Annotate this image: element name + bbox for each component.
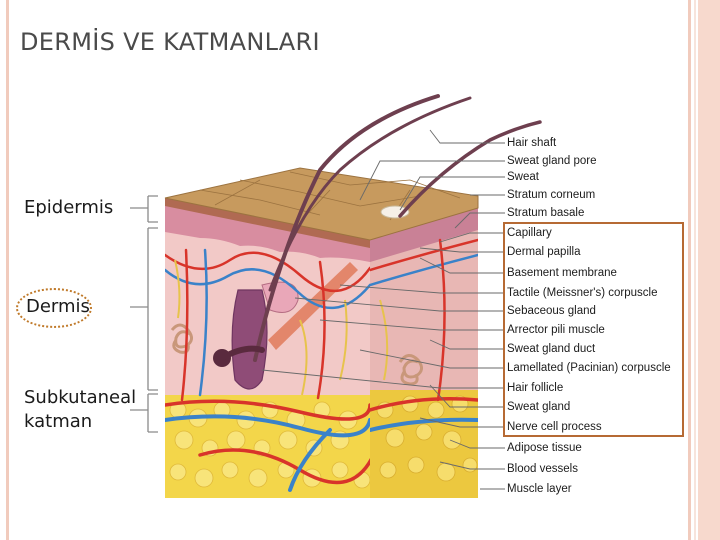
structure-label: Sweat gland pore	[507, 155, 597, 167]
structure-label: Adipose tissue	[507, 442, 582, 454]
slide-frame-right	[688, 0, 691, 540]
structure-label: Stratum basale	[507, 207, 585, 219]
structure-label: Muscle layer	[507, 483, 572, 495]
layer-label-subcutaneous-line1: Subkutaneal	[24, 387, 137, 408]
structure-label: Hair follicle	[507, 382, 564, 394]
structure-label: Dermal papilla	[507, 246, 581, 258]
structure-label: Tactile (Meissner's) corpuscle	[507, 287, 658, 299]
slide-frame-right-inner	[694, 0, 696, 540]
slide-title: DERMİS VE KATMANLARI	[20, 28, 320, 56]
layer-label-subcutaneous-line2: katman	[24, 411, 93, 432]
structure-label: Stratum corneum	[507, 189, 596, 201]
structure-label: Hair shaft	[507, 137, 557, 149]
layer-label-epidermis: Epidermis	[24, 197, 114, 218]
layer-label-dermis: Dermis	[26, 296, 90, 317]
structure-label: Basement membrane	[507, 267, 617, 279]
dermis-highlight-ring	[16, 288, 92, 328]
structure-label: Nerve cell process	[507, 421, 602, 433]
structure-label: Blood vessels	[507, 463, 578, 475]
skin-block-front	[165, 198, 370, 498]
slide-frame-right-band	[698, 0, 720, 540]
slide-frame-left	[6, 0, 9, 540]
dermis-structures-callout-box	[503, 222, 684, 437]
skin-surface-top	[164, 167, 479, 241]
structure-label: Sweat	[507, 171, 539, 183]
skin-block-side	[370, 208, 478, 498]
structure-label: Capillary	[507, 227, 552, 239]
structure-label: Arrector pili muscle	[507, 324, 605, 336]
structure-label: Sweat gland	[507, 401, 571, 413]
leader-lines	[261, 129, 505, 490]
layer-label-subcutaneous: Subkutaneal katman	[24, 386, 136, 434]
structure-label: Sebaceous gland	[507, 305, 596, 317]
structure-label: Sweat gland duct	[507, 343, 596, 355]
structure-label: Lamellated (Pacinian) corpuscle	[507, 362, 671, 374]
